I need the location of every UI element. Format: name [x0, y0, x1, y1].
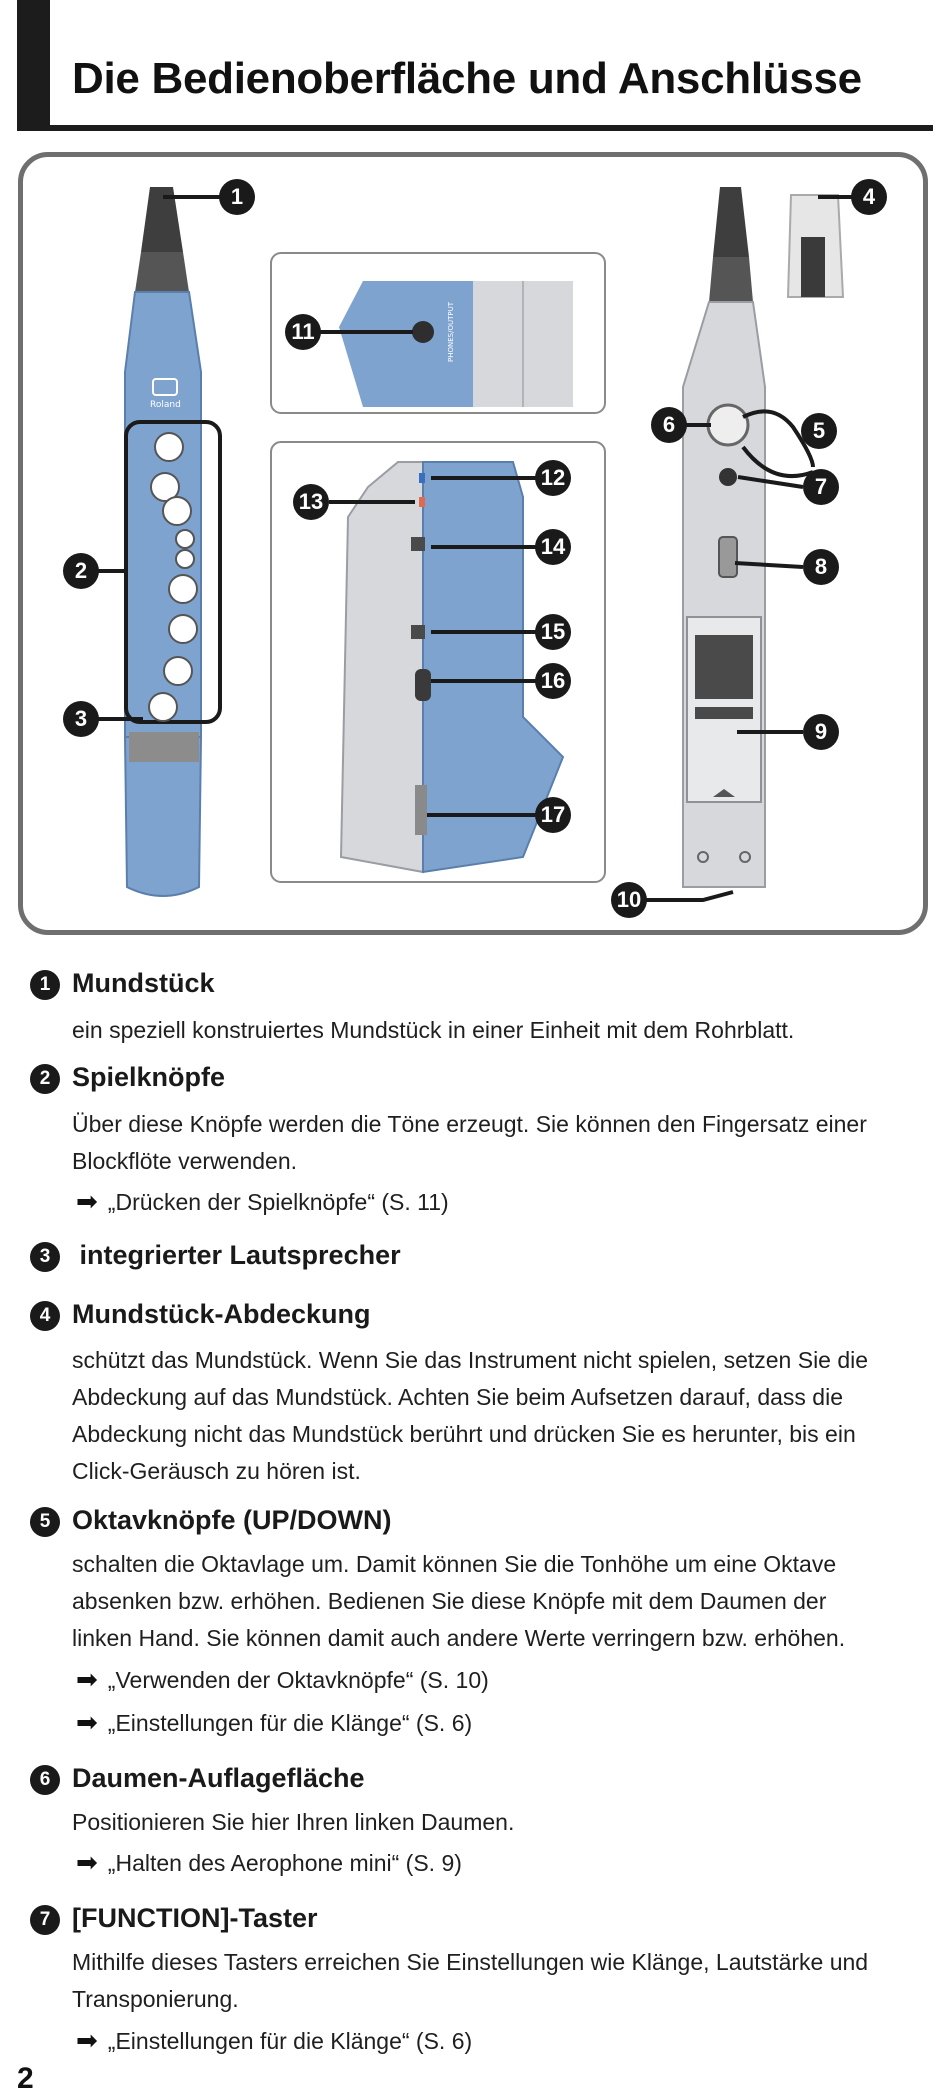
- header-rule: [17, 125, 933, 131]
- page-reference[interactable]: ➡ „Drücken der Spielknöpfe“ (S. 11): [76, 1186, 449, 1217]
- arrow-right-icon: ➡: [76, 1847, 98, 1877]
- front-view: Roland: [123, 187, 222, 897]
- callout-16: 16: [535, 663, 571, 699]
- jack-label: PHONES/OUTPUT: [447, 301, 455, 362]
- callout-7: 7: [803, 469, 839, 505]
- callout-11: 11: [285, 314, 321, 350]
- header-accent-bar: [17, 0, 50, 131]
- item-title-6: Daumen-Auflagefläche: [72, 1763, 365, 1793]
- item-text-line: Transponierung.: [72, 1986, 239, 2012]
- item-title-7: [FUNCTION]-Taster: [72, 1903, 318, 1933]
- item-text-line: schützt das Mundstück. Wenn Sie das Inst…: [72, 1347, 869, 1373]
- item-text-line: Abdeckung nicht das Mundstück berührt un…: [72, 1421, 856, 1447]
- callout-17: 17: [535, 797, 571, 833]
- page-reference[interactable]: ➡ „Verwenden der Oktavknöpfe“ (S. 10): [76, 1664, 489, 1695]
- callout-14: 14: [535, 529, 571, 565]
- item-badge-3: 3: [30, 1242, 60, 1272]
- item-text-line: ein speziell konstruiertes Mundstück in …: [72, 1017, 795, 1043]
- item-title-3: integrierter Lautsprecher: [72, 1240, 401, 1270]
- callout-8: 8: [803, 549, 839, 585]
- item-badge-1: 1: [30, 970, 60, 1000]
- item-title-5: Oktavknöpfe (UP/DOWN): [72, 1505, 392, 1535]
- page-reference[interactable]: ➡ „Einstellungen für die Klänge“ (S. 6): [76, 1707, 472, 1738]
- item-badge-5: 5: [30, 1507, 60, 1537]
- item-text-line: Click-Geräusch zu hören ist.: [72, 1458, 361, 1484]
- item-text-line: Positionieren Sie hier Ihren linken Daum…: [72, 1809, 515, 1835]
- item-badge-2: 2: [30, 1064, 60, 1094]
- callout-10: 10: [611, 882, 647, 918]
- item-badge-7: 7: [30, 1905, 60, 1935]
- item-text-line: Über diese Knöpfe werden die Töne erzeug…: [72, 1111, 867, 1137]
- page-reference[interactable]: ➡ „Einstellungen für die Klänge“ (S. 6): [76, 2025, 472, 2056]
- instrument-illustration: Roland PHONES/OUTPUT: [89, 187, 858, 902]
- item-text-line: schalten die Oktavlage um. Damit können …: [72, 1551, 837, 1577]
- callout-3: 3: [63, 701, 99, 737]
- callout-1: 1: [219, 179, 255, 215]
- item-text-line: Mithilfe dieses Tasters erreichen Sie Ei…: [72, 1949, 869, 1975]
- item-title-2: Spielknöpfe: [72, 1062, 226, 1092]
- callout-6: 6: [651, 407, 687, 443]
- callout-12: 12: [535, 460, 571, 496]
- page-reference-label: „Drücken der Spielknöpfe“ (S. 11): [107, 1189, 449, 1215]
- page-reference-label: „Halten des Aerophone mini“ (S. 9): [107, 1850, 462, 1876]
- arrow-right-icon: ➡: [76, 2025, 98, 2055]
- arrow-right-icon: ➡: [76, 1664, 98, 1694]
- callout-2: 2: [63, 553, 99, 589]
- item-title-4: Mundstück-Abdeckung: [72, 1299, 371, 1329]
- callout-5: 5: [801, 413, 837, 449]
- instrument-diagram: Roland PHONES/OUTPUT: [18, 152, 928, 935]
- arrow-right-icon: ➡: [76, 1186, 98, 1216]
- item-badge-6: 6: [30, 1765, 60, 1795]
- jack-detail-panel: PHONES/OUTPUT: [270, 252, 606, 414]
- page-title: Die Bedienoberfläche und Anschlüsse: [72, 54, 862, 103]
- page-number: 2: [17, 2062, 34, 2095]
- page-reference-label: „Verwenden der Oktavknöpfe“ (S. 10): [107, 1667, 489, 1693]
- item-text-line: absenken bzw. erhöhen. Bedienen Sie dies…: [72, 1588, 827, 1614]
- page-reference[interactable]: ➡ „Halten des Aerophone mini“ (S. 9): [76, 1847, 462, 1878]
- item-text-line: linken Hand. Sie können damit auch ander…: [72, 1625, 846, 1651]
- page-reference-label: „Einstellungen für die Klänge“ (S. 6): [107, 2028, 473, 2054]
- callout-15: 15: [535, 614, 571, 650]
- item-text-line: Blockflöte verwenden.: [72, 1148, 298, 1174]
- back-view: [682, 187, 845, 888]
- callout-4: 4: [851, 179, 887, 215]
- item-title-1: Mundstück: [72, 968, 215, 998]
- item-badge-4: 4: [30, 1301, 60, 1331]
- callout-9: 9: [803, 714, 839, 750]
- brand-logo-text: Roland: [150, 400, 181, 410]
- item-text-line: Abdeckung auf das Mundstück. Achten Sie …: [72, 1384, 843, 1410]
- callout-13: 13: [293, 484, 329, 520]
- page-reference-label: „Einstellungen für die Klänge“ (S. 6): [107, 1710, 473, 1736]
- arrow-right-icon: ➡: [76, 1707, 98, 1737]
- side-detail-panel: [270, 441, 606, 883]
